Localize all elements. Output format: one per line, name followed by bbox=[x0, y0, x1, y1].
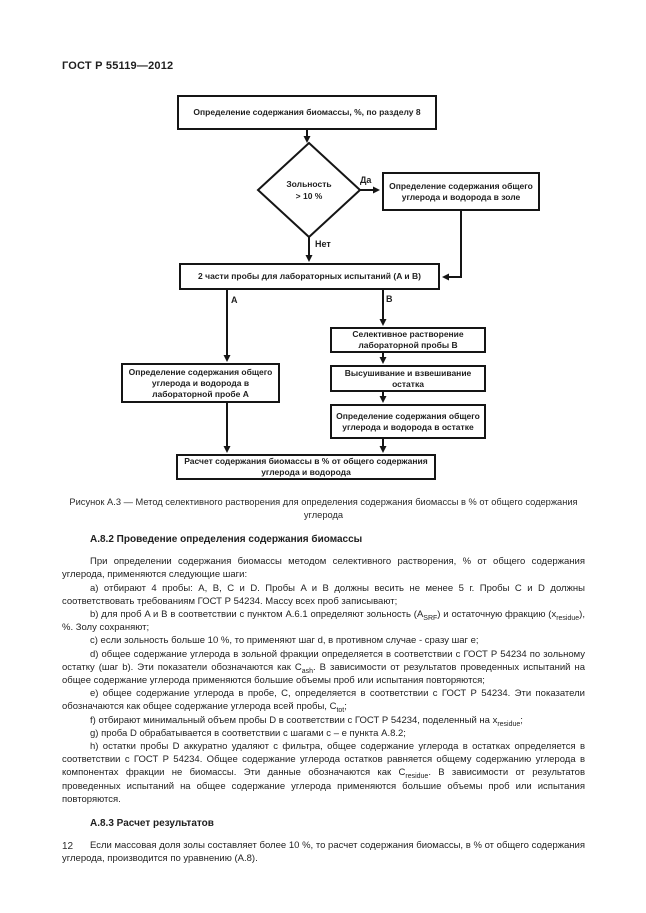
list-item-b: b) для проб A и B в соответствии с пункт… bbox=[62, 609, 585, 634]
flowchart-node-selective-dissolution: Селективное растворение лабораторной про… bbox=[330, 327, 486, 353]
list-item-e: e) общее содержание углерода в пробе, C,… bbox=[62, 688, 585, 715]
list-item-g: g) проба D обрабатывается в соответствии… bbox=[90, 727, 406, 739]
flowchart-node-ash-determination: Определение содержания общего углерода и… bbox=[382, 172, 540, 211]
flowchart-node-decision: Зольность > 10 % bbox=[286, 179, 332, 201]
page-number: 12 bbox=[62, 841, 74, 852]
flowchart-node-biomass-calculation: Расчет содержания биомассы в % от общего… bbox=[176, 454, 436, 480]
paragraph-intro: При определении содержания биомассы мето… bbox=[62, 556, 585, 581]
flowchart-node-start: Определение содержания биомассы, %, по р… bbox=[177, 95, 437, 130]
paragraph-calculation: Если массовая доля золы составляет более… bbox=[62, 840, 585, 865]
list-item-d: d) общее содержание углерода в зольной ф… bbox=[62, 648, 586, 687]
edge-label-branch-a: A bbox=[231, 295, 238, 305]
edge-label-yes: Да bbox=[360, 175, 372, 185]
flowchart-node-probe-a-determination: Определение содержания общего углерода и… bbox=[121, 363, 280, 403]
flowchart-connectors bbox=[223, 130, 462, 453]
standard-number: ГОСТ Р 55119—2012 bbox=[62, 60, 174, 72]
section-a82-heading: А.8.2 Проведение определения содержания … bbox=[90, 534, 363, 545]
document-body: А.8.2 Проведение определения содержания … bbox=[62, 533, 585, 866]
figure-caption: Рисунок А.3 — Метод селективного раствор… bbox=[69, 497, 578, 520]
edge-ash-to-split bbox=[442, 211, 462, 281]
flowchart-node-split-sample: 2 части пробы для лабораторных испытаний… bbox=[179, 263, 440, 290]
list-item-c: c) если зольность больше 10 %, то примен… bbox=[90, 635, 479, 647]
flowchart-node-residue-determination: Определение содержания общего углерода и… bbox=[330, 404, 486, 439]
list-item-a: a) отбирают 4 пробы: A, B, C и D. Пробы … bbox=[62, 582, 585, 607]
edge-label-no: Нет bbox=[315, 239, 331, 249]
flowchart-node-dry-weigh: Высушивание и взвешивание остатка bbox=[330, 365, 486, 392]
section-a83-heading: А.8.3 Расчет результатов bbox=[90, 818, 214, 830]
list-item-f: f) отбирают минимальный объем пробы D в … bbox=[90, 714, 523, 728]
edge-label-branch-b: B bbox=[386, 294, 393, 304]
list-item-h: h) остатки пробы D аккуратно удаляют с ф… bbox=[62, 741, 585, 805]
flowchart-figure-a3: Определение содержания биомассы, %, по р… bbox=[0, 93, 646, 493]
